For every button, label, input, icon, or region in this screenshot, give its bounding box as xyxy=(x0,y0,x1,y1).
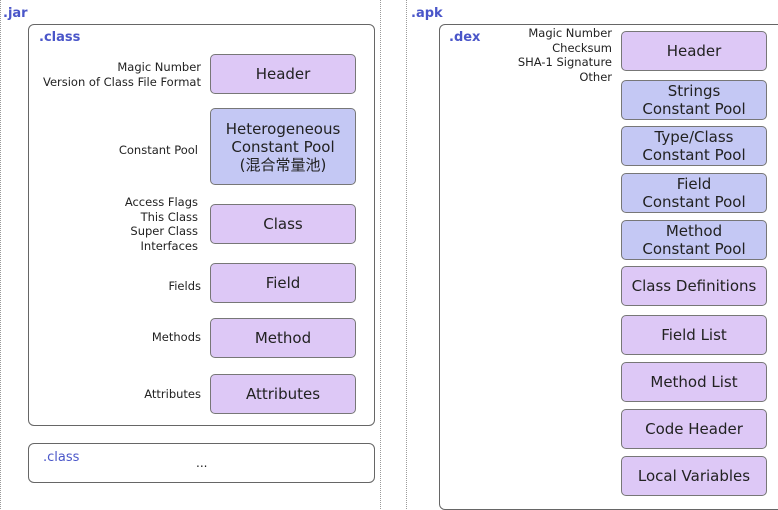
method-list-box: Method List xyxy=(621,362,767,402)
type-class-pool-line: Type/Class xyxy=(654,128,734,146)
heterogeneous-constant-pool-box: Heterogeneous Constant Pool (混合常量池) xyxy=(210,108,356,185)
class-definitions-box: Class Definitions xyxy=(621,266,767,306)
dex-header-box-label: Header xyxy=(666,42,722,60)
class-label-line: Access Flags xyxy=(124,195,198,209)
jar-separator-right xyxy=(380,0,381,509)
header-labels: Magic Number Version of Class File Forma… xyxy=(43,60,201,89)
header-label-line: Version of Class File Format xyxy=(42,74,201,89)
dex-header-label-line: Other xyxy=(579,69,612,84)
jar-separator-left xyxy=(0,0,1,509)
header-box: Header xyxy=(210,54,356,94)
dex-tag: .dex xyxy=(449,30,481,45)
strings-constant-pool-box: Strings Constant Pool xyxy=(621,80,767,120)
constant-pool-box-line: Constant Pool xyxy=(231,137,335,156)
jar-tag: .jar xyxy=(3,6,28,21)
method-pool-line: Method xyxy=(665,222,723,240)
field-pool-line: Field xyxy=(676,175,712,193)
constant-pool-box-line: Heterogeneous xyxy=(225,119,341,138)
apk-tag: .apk xyxy=(411,6,443,21)
dex-header-labels: Magic Number Checksum SHA-1 Signature Ot… xyxy=(518,26,612,84)
field-box-label: Field xyxy=(265,274,301,292)
code-header-box: Code Header xyxy=(621,409,767,449)
second-class-frame xyxy=(28,443,375,483)
apk-separator-left xyxy=(406,0,407,509)
method-constant-pool-box: Method Constant Pool xyxy=(621,220,767,260)
method-box: Method xyxy=(210,318,356,358)
field-list-box: Field List xyxy=(621,315,767,355)
code-header-label: Code Header xyxy=(645,420,743,438)
type-class-constant-pool-box: Type/Class Constant Pool xyxy=(621,126,767,166)
header-box-label: Header xyxy=(255,65,311,83)
dex-header-label-line: SHA-1 Signature xyxy=(517,55,612,69)
field-constant-pool-box: Field Constant Pool xyxy=(621,173,767,213)
class-tag: .class xyxy=(39,30,81,45)
field-pool-line: Constant Pool xyxy=(642,193,746,211)
local-variables-label: Local Variables xyxy=(637,467,751,485)
field-box: Field xyxy=(210,263,356,303)
class-label-line: Interfaces xyxy=(140,238,198,253)
attributes-label: Attributes xyxy=(144,387,201,401)
constant-pool-label: Constant Pool xyxy=(118,143,198,157)
class-box: Class xyxy=(210,204,356,244)
type-class-pool-line: Constant Pool xyxy=(642,146,746,164)
header-label-line: Magic Number xyxy=(117,60,201,74)
second-class-tag: .class xyxy=(43,450,80,465)
methods-label: Methods xyxy=(151,330,201,344)
attributes-box-label: Attributes xyxy=(245,385,321,403)
field-list-label: Field List xyxy=(661,326,727,344)
attributes-box: Attributes xyxy=(210,374,356,414)
constant-pool-box-line: (混合常量池) xyxy=(239,155,327,174)
strings-pool-line: Constant Pool xyxy=(642,100,746,118)
dex-header-box: Header xyxy=(621,31,767,71)
dex-header-label-line: Checksum xyxy=(552,40,612,55)
class-box-label: Class xyxy=(263,215,303,233)
dex-header-label-line: Magic Number xyxy=(528,26,612,40)
second-class-ellipsis: ... xyxy=(196,456,208,470)
class-label-line: This Class xyxy=(140,209,198,224)
class-definitions-label: Class Definitions xyxy=(631,277,757,295)
class-labels: Access Flags This Class Super Class Inte… xyxy=(125,195,198,253)
fields-label: Fields xyxy=(168,279,201,293)
method-list-label: Method List xyxy=(650,373,738,391)
local-variables-box: Local Variables xyxy=(621,456,767,496)
class-label-line: Super Class xyxy=(130,224,198,238)
method-pool-line: Constant Pool xyxy=(642,240,746,258)
method-box-label: Method xyxy=(254,329,312,347)
strings-pool-line: Strings xyxy=(667,82,721,100)
